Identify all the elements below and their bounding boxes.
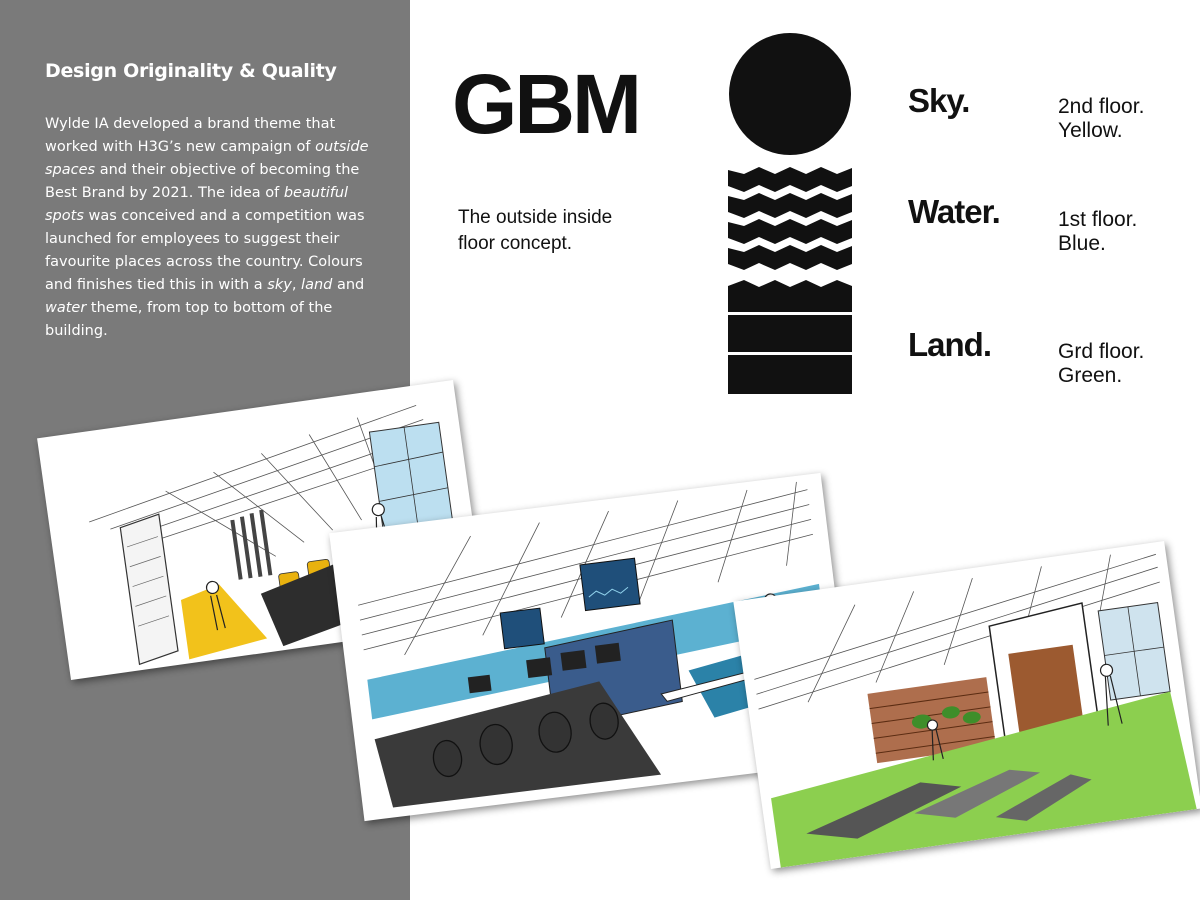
land-floor: Grd floor. xyxy=(1058,340,1145,363)
sky-colour: Yellow. xyxy=(1058,119,1123,142)
body-text: , xyxy=(291,277,302,293)
emphasis-text: water xyxy=(45,300,87,316)
panel-description: Wylde IA developed a brand theme that wo… xyxy=(45,113,375,343)
water-floor: 1st floor. xyxy=(1058,208,1138,231)
concept-text: The outside inside floor concept. xyxy=(458,205,678,257)
gbm-logo: GBM xyxy=(452,57,642,151)
concept-line-1: The outside inside xyxy=(458,207,613,228)
water-floor-note: 1st floor. Blue. xyxy=(1058,208,1137,256)
emphasis-text: land xyxy=(301,277,333,293)
body-text: Wylde IA developed a brand theme that wo… xyxy=(45,116,336,155)
body-text: theme, from top to bottom of the buildin… xyxy=(45,300,333,339)
emphasis-text: sky xyxy=(267,277,292,293)
concept-line-2: floor concept. xyxy=(458,233,573,254)
body-text: and their objective of becoming the Best… xyxy=(45,162,360,201)
body-text: was conceived and a competition was laun… xyxy=(45,208,365,293)
blue-water-floor-sketch xyxy=(329,472,856,822)
sky-water-land-column-icon xyxy=(728,33,852,394)
sky-label: Sky. xyxy=(908,82,970,119)
body-text: and xyxy=(332,277,365,293)
water-label: Water. xyxy=(908,193,1001,230)
sky-floor-note: 2nd floor. Yellow. xyxy=(1058,95,1144,143)
land-floor-note: Grd floor. Green. xyxy=(1058,340,1144,388)
panel-title: Design Originality & Quality xyxy=(45,60,337,82)
emphasis-text: outside spaces xyxy=(45,139,369,178)
emphasis-text: beautiful spots xyxy=(45,185,349,224)
water-colour: Blue. xyxy=(1058,232,1106,255)
land-label: Land. xyxy=(908,326,992,363)
green-land-floor-sketch xyxy=(733,541,1200,869)
sky-floor: 2nd floor. xyxy=(1058,95,1145,118)
land-colour: Green. xyxy=(1058,364,1123,387)
